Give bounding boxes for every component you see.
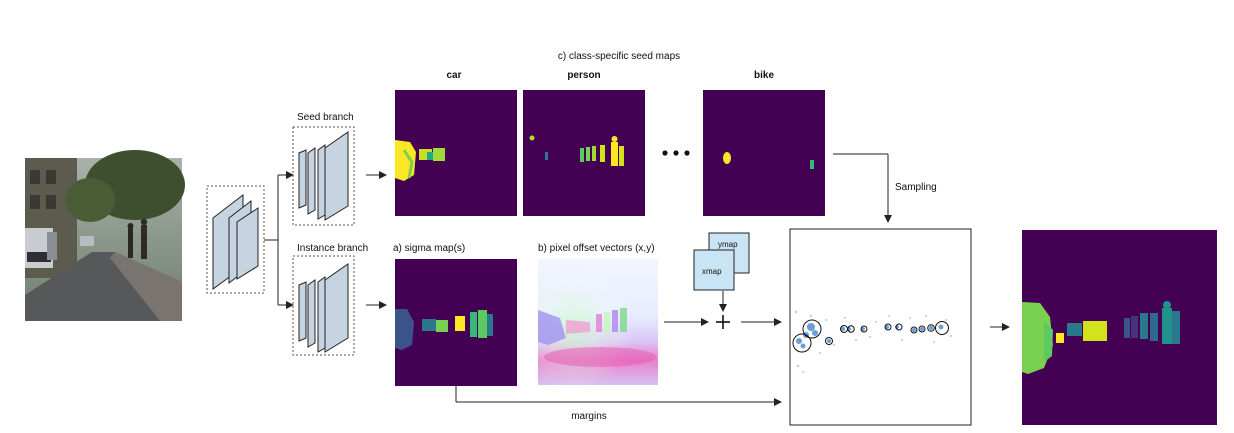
sampling-arrow xyxy=(833,153,892,223)
input-image xyxy=(25,150,185,321)
clustering-panel xyxy=(789,228,972,426)
encoder-connector xyxy=(264,171,294,309)
seed-maps-title: c) class-specific seed maps xyxy=(557,51,681,62)
seed-branch-label: Seed branch xyxy=(297,112,354,123)
ellipsis-dots xyxy=(662,150,690,156)
sampling-label: Sampling xyxy=(895,182,937,193)
class-label-person: person xyxy=(567,70,601,81)
instance-branch-label: Instance branch xyxy=(297,243,369,254)
seed-map-car xyxy=(395,90,517,216)
seed-map-person xyxy=(523,90,645,216)
sigma-map xyxy=(395,259,517,386)
offset-vectors-label: b) pixel offset vectors (x,y) xyxy=(538,243,655,254)
seed-branch-block xyxy=(292,126,355,226)
sigma-maps-label: a) sigma map(s) xyxy=(393,243,466,254)
offset-vector-map xyxy=(538,259,658,385)
class-label-car: car xyxy=(446,70,462,81)
ymap-label: ymap xyxy=(718,240,738,249)
output-instance-map xyxy=(1022,230,1217,425)
encoder-block xyxy=(206,185,265,294)
instance-branch-block xyxy=(292,255,355,356)
plus-sign xyxy=(716,315,730,329)
xmap-label: xmap xyxy=(702,267,722,276)
margins-label: margins xyxy=(571,411,607,422)
class-label-bike: bike xyxy=(753,70,775,81)
margins-arrow xyxy=(455,386,782,406)
xmap-ymap-stack xyxy=(693,232,750,291)
seed-map-bike xyxy=(703,90,825,216)
